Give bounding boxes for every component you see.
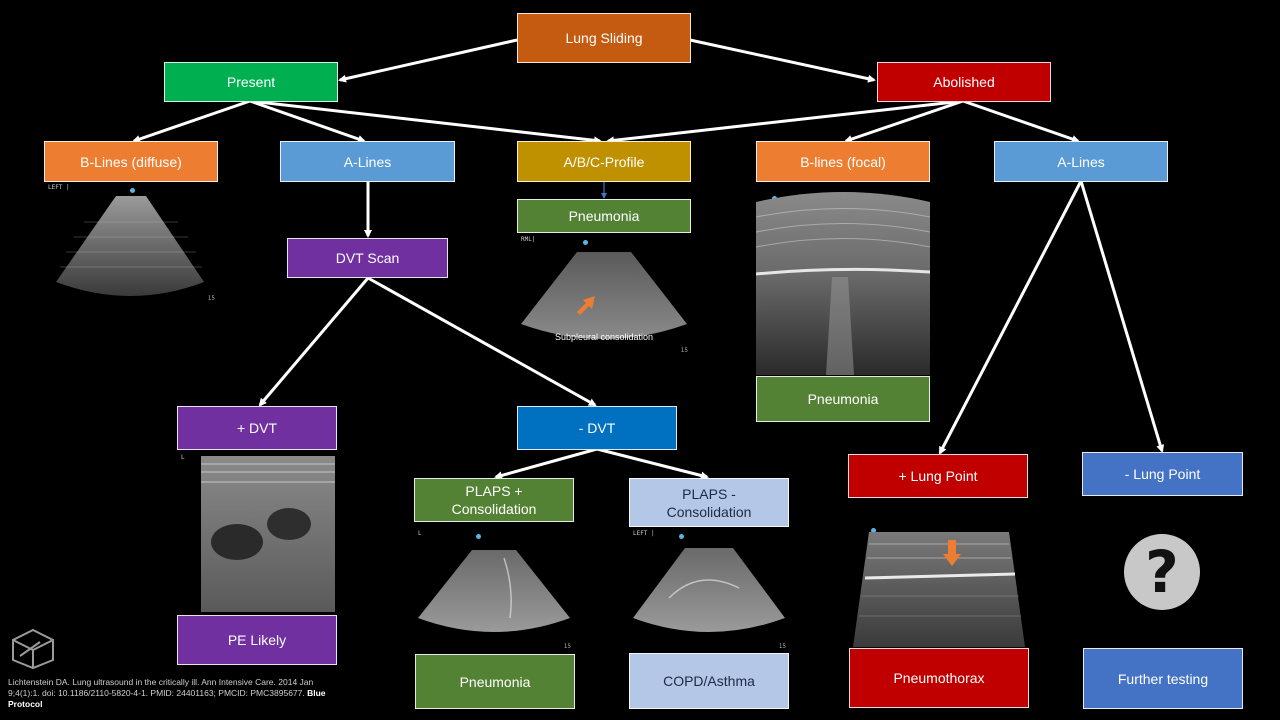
node-a-lines-right: A-Lines: [994, 141, 1168, 182]
orange-pointer-icon: [943, 540, 961, 566]
arrow-alines-right-to-minus-lp: [1081, 181, 1162, 451]
node-b-lines-focal: B-lines (focal): [756, 141, 930, 182]
ultrasound-dvt: L: [177, 452, 337, 614]
node-plaps-plus: PLAPS + Consolidation: [414, 478, 574, 522]
arrow-abolished-to-alines-right: [963, 101, 1078, 141]
node-further-testing: Further testing: [1083, 648, 1243, 709]
ultrasound-plaps-plus: L 15: [414, 528, 574, 652]
plaps-minus-line2: Consolidation: [667, 503, 752, 521]
ultrasound-fan-image: [629, 528, 789, 652]
ultrasound-pneumothorax: [849, 516, 1029, 647]
node-pe-likely: PE Likely: [177, 615, 337, 665]
node-pneumonia-abc: Pneumonia: [517, 199, 691, 233]
node-lung-sliding: Lung Sliding: [517, 13, 691, 63]
ultrasound-vessel-image: [177, 452, 337, 614]
citation-text: Lichtenstein DA. Lung ultrasound in the …: [8, 677, 313, 698]
node-pneumonia-focal: Pneumonia: [756, 376, 930, 422]
plaps-plus-line2: Consolidation: [452, 500, 537, 518]
citation: Lichtenstein DA. Lung ultrasound in the …: [8, 677, 338, 710]
node-pneumothorax: Pneumothorax: [849, 648, 1029, 708]
node-pneumonia-plaps: Pneumonia: [415, 654, 575, 709]
arrow-alines-right-to-plus-lp: [940, 181, 1081, 453]
node-plus-dvt: + DVT: [177, 406, 337, 450]
ultrasound-b-lines-diffuse: LEFT | 15: [44, 182, 218, 304]
node-present: Present: [164, 62, 338, 102]
node-plus-lung-point: + Lung Point: [848, 454, 1028, 498]
ultrasound-plaps-minus: LEFT | 15: [629, 528, 789, 652]
node-abolished: Abolished: [877, 62, 1051, 102]
ultrasound-linear-image: [849, 516, 1029, 647]
subpleural-caption: Subpleural consolidation: [517, 332, 691, 342]
arrow-minus-dvt-to-plaps-plus: [496, 449, 597, 477]
question-mark-icon: ?: [1124, 534, 1200, 610]
arrow-lung-to-present: [340, 40, 517, 80]
node-a-lines-left: A-Lines: [280, 141, 455, 182]
arrow-present-to-abc: [250, 101, 600, 141]
node-b-lines-diffuse: B-Lines (diffuse): [44, 141, 218, 182]
arrow-dvt-to-plus-dvt: [260, 278, 368, 405]
ultrasound-fan-image: [44, 182, 218, 304]
arrow-lung-to-abolished: [690, 40, 874, 80]
node-plaps-minus: PLAPS - Consolidation: [629, 478, 789, 527]
arrow-present-to-blines: [134, 101, 250, 141]
ultrasound-linear-image: [756, 182, 930, 375]
node-minus-dvt: - DVT: [517, 406, 677, 450]
node-copd-asthma: COPD/Asthma: [629, 653, 789, 709]
arrow-abolished-to-abc: [608, 101, 963, 141]
orange-pointer-icon: [575, 294, 597, 316]
node-dvt-scan: DVT Scan: [287, 238, 448, 278]
node-abc-profile: A/B/C-Profile: [517, 141, 691, 182]
arrow-abolished-to-blines-focal: [846, 101, 963, 141]
arrow-present-to-alines: [250, 101, 364, 141]
node-minus-lung-point: - Lung Point: [1082, 452, 1243, 496]
ultrasound-fan-image: [414, 528, 574, 652]
ultrasound-b-lines-focal: [756, 182, 930, 375]
arrow-minus-dvt-to-plaps-minus: [597, 449, 707, 477]
plaps-plus-line1: PLAPS +: [465, 482, 522, 500]
plaps-minus-line1: PLAPS -: [682, 485, 736, 503]
ultrasound-pneumonia-abc: RML| 15 Subpleural consolidation: [517, 234, 691, 356]
cube-logo-icon: [10, 628, 56, 670]
